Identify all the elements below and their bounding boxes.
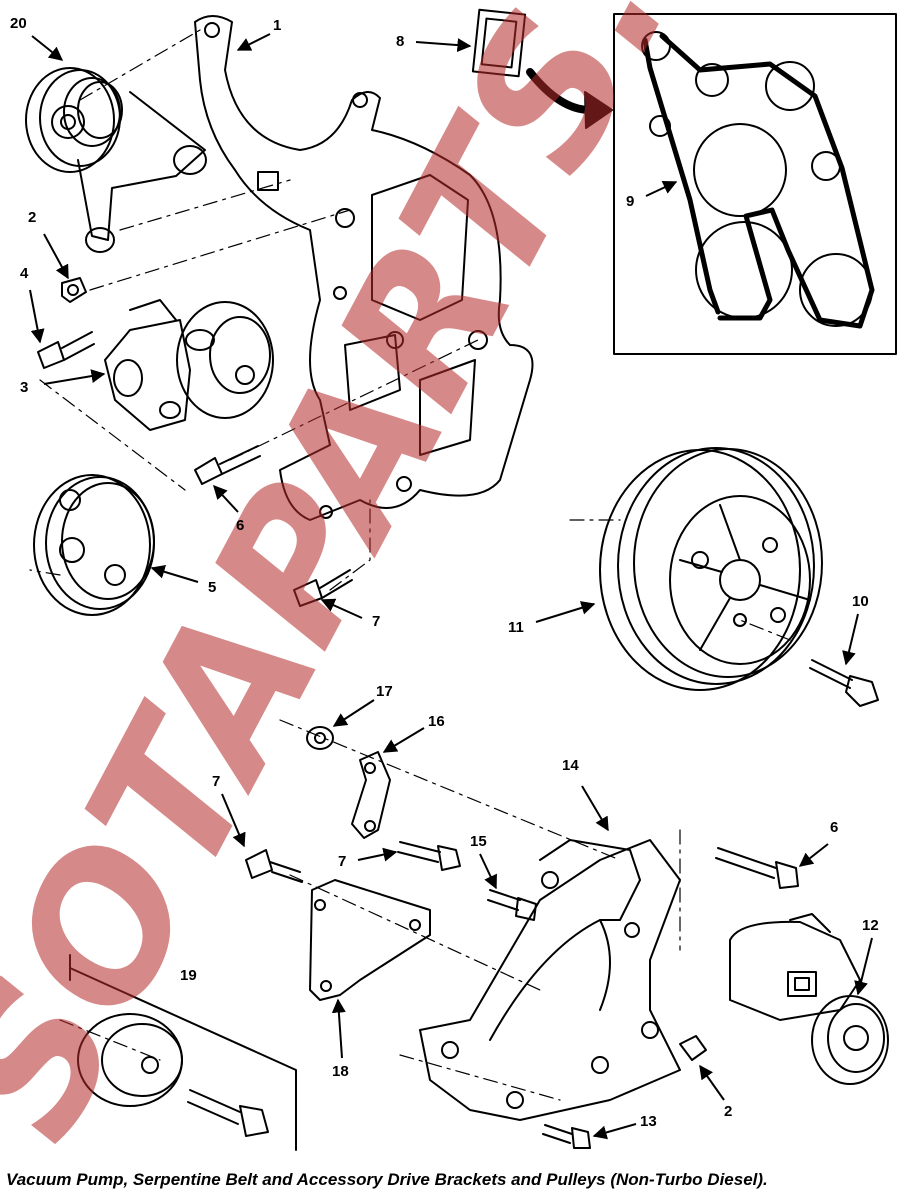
svg-text:1: 1 <box>273 17 281 34</box>
svg-text:12: 12 <box>862 917 879 934</box>
fasteners-lower <box>187 841 799 1149</box>
belt-routing-inset <box>613 13 897 355</box>
callout-7b: 7 <box>212 773 246 848</box>
callout-6b: 6 <box>798 819 838 867</box>
callout-20: 20 <box>10 15 64 61</box>
svg-text:6: 6 <box>830 819 838 836</box>
svg-text:7: 7 <box>212 773 220 790</box>
crank-bolt <box>809 659 879 707</box>
svg-text:2: 2 <box>724 1103 732 1120</box>
svg-text:9: 9 <box>626 193 634 210</box>
fasteners-top <box>37 277 353 607</box>
callout-15: 15 <box>470 833 497 890</box>
svg-text:17: 17 <box>376 683 393 700</box>
callout-14: 14 <box>562 757 609 832</box>
vacuum-pump-pulley <box>33 474 155 616</box>
reference-lines <box>29 29 791 1101</box>
vacuum-pump <box>104 299 274 431</box>
svg-text:7: 7 <box>338 853 346 870</box>
callout-5: 5 <box>150 564 216 596</box>
callout-19: 19 <box>180 967 197 984</box>
svg-text:6: 6 <box>236 517 244 534</box>
svg-text:10: 10 <box>852 593 869 610</box>
callout-11: 11 <box>508 601 596 636</box>
callout-labels: 20 1 8 2 4 3 9 6 5 7 11 10 17 16 14 7 6 … <box>10 15 879 1140</box>
belt-tensioner <box>729 913 889 1085</box>
callout-13: 13 <box>592 1113 657 1140</box>
svg-text:20: 20 <box>10 15 27 32</box>
callout-7a: 7 <box>320 598 380 630</box>
callout-1: 1 <box>236 17 281 51</box>
svg-text:SOTAPARTS.COM: SOTAPARTS.COM <box>0 0 902 1171</box>
svg-text:19: 19 <box>180 967 197 984</box>
svg-text:16: 16 <box>428 713 445 730</box>
svg-text:3: 3 <box>20 379 28 396</box>
svg-text:18: 18 <box>332 1063 349 1080</box>
figure-caption: Vacuum Pump, Serpentine Belt and Accesso… <box>6 1170 768 1189</box>
callout-4: 4 <box>20 265 45 344</box>
callout-2a: 2 <box>28 209 69 280</box>
callout-6a: 6 <box>213 484 244 534</box>
link-and-nut <box>306 726 391 839</box>
callout-12: 12 <box>854 917 879 996</box>
callout-3: 3 <box>20 369 106 396</box>
idler-pulley-assembly <box>25 67 207 253</box>
crankshaft-pulley <box>599 447 823 691</box>
svg-text:13: 13 <box>640 1113 657 1130</box>
svg-text:2: 2 <box>28 209 36 226</box>
svg-text:4: 4 <box>20 265 29 282</box>
lower-bracket <box>419 839 681 1121</box>
callout-18: 18 <box>331 998 349 1080</box>
callout-16: 16 <box>382 713 445 753</box>
svg-text:7: 7 <box>372 613 380 630</box>
svg-text:15: 15 <box>470 833 487 850</box>
callout-10: 10 <box>842 593 869 666</box>
svg-text:5: 5 <box>208 579 216 596</box>
callout-2b: 2 <box>699 1064 732 1120</box>
callout-7c: 7 <box>338 847 398 870</box>
watermark: SOTAPARTS.COM <box>0 0 902 1171</box>
callout-17: 17 <box>332 683 393 727</box>
support-bracket <box>309 879 431 1001</box>
svg-text:14: 14 <box>562 757 579 774</box>
idler-pulley-lower <box>69 954 297 1151</box>
belt-icon-box <box>471 8 613 129</box>
svg-text:8: 8 <box>396 33 404 50</box>
callout-9: 9 <box>626 180 678 210</box>
main-bracket <box>194 15 534 521</box>
callout-8: 8 <box>396 33 472 53</box>
svg-text:11: 11 <box>508 619 524 636</box>
